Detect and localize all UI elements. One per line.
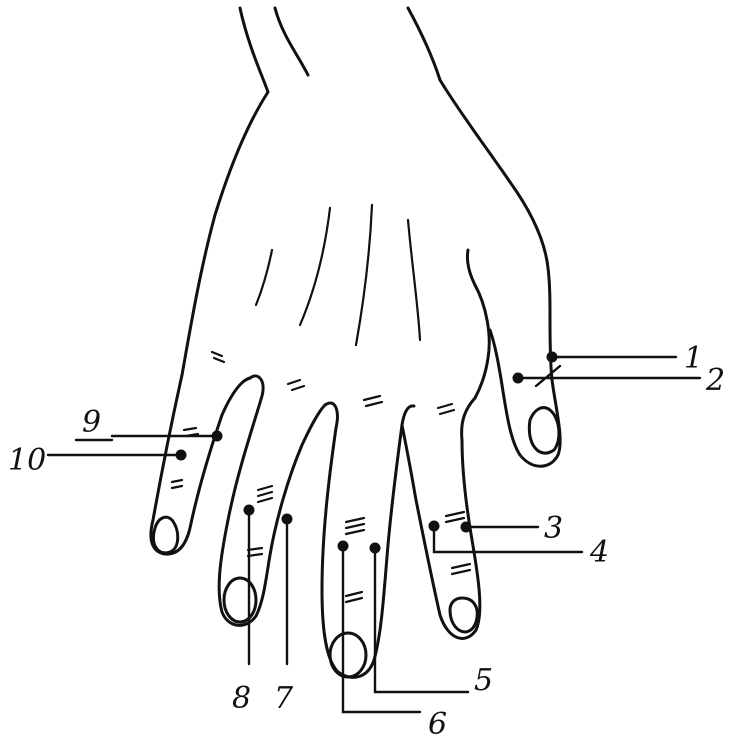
point-2-label: 2 bbox=[705, 363, 725, 398]
point-5-leader bbox=[375, 548, 468, 692]
point-2-leader bbox=[518, 366, 700, 386]
point-3-label: 3 bbox=[544, 511, 563, 546]
point-1-label: 1 bbox=[684, 341, 703, 376]
point-10-label: 10 bbox=[8, 443, 46, 478]
point-8-label: 8 bbox=[232, 681, 251, 716]
nail-middle bbox=[330, 633, 366, 677]
point-5-label: 5 bbox=[474, 663, 493, 698]
nail-thumb bbox=[529, 408, 559, 454]
finger-nails bbox=[153, 408, 558, 677]
point-6-label: 6 bbox=[428, 707, 447, 740]
point-9-label: 9 bbox=[82, 405, 101, 440]
nail-index bbox=[450, 598, 477, 632]
nail-little bbox=[153, 517, 177, 553]
point-4-label: 4 bbox=[589, 535, 609, 570]
point-7-label: 7 bbox=[274, 681, 294, 716]
acupoints: 1 2 3 4 5 6 7 8 9 10 bbox=[8, 341, 725, 740]
nail-ring bbox=[224, 578, 256, 622]
